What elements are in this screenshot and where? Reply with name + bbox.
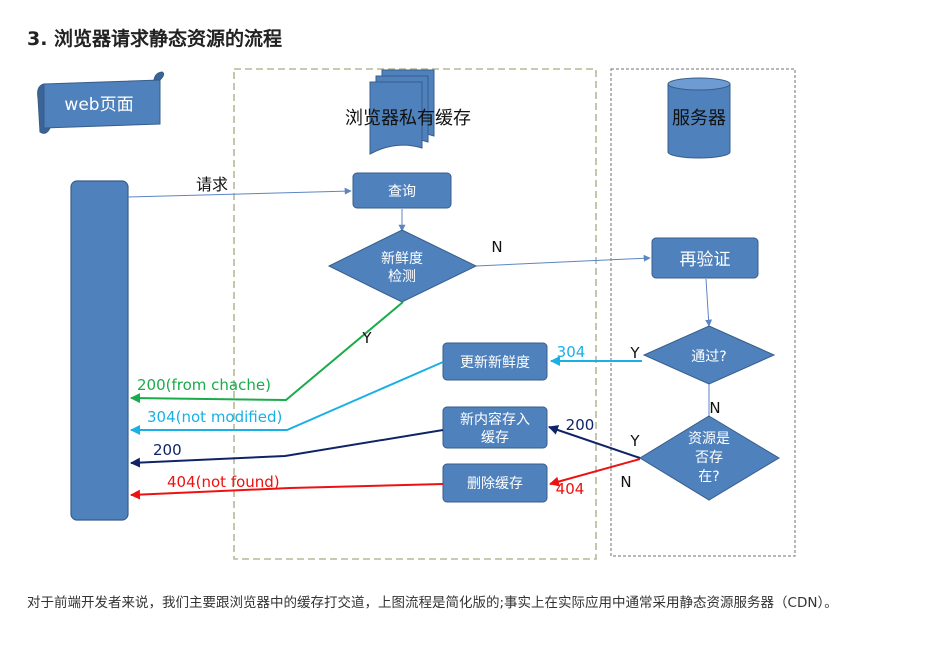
status-200-right: 200	[566, 416, 595, 434]
status-not-found: 404(not found)	[167, 473, 280, 491]
server-title: 服务器	[672, 108, 726, 129]
resource-exists-diamond	[639, 415, 780, 501]
revalidate-label: 再验证	[680, 250, 731, 270]
fresh-no-label: N	[491, 238, 502, 256]
store-new-label-1: 新内容存入	[460, 411, 530, 428]
description-paragraph: 对于前端开发者来说，我们主要跟浏览器中的缓存打交道，上图流程是简化版的;事实上在…	[27, 595, 838, 611]
store-new-label-2: 缓存	[481, 430, 509, 446]
status-not-modified: 304(not modified)	[147, 408, 282, 426]
query-box	[352, 172, 452, 209]
resource-exists-label-1: 资源是	[688, 431, 730, 447]
resource-exists-label-2: 否存	[695, 450, 723, 466]
request-label: 请求	[196, 175, 228, 194]
cache-title: 浏览器私有缓存	[345, 108, 471, 129]
exists-no-label: N	[620, 473, 631, 491]
browser-bar	[70, 180, 129, 521]
delete-cache-box	[442, 463, 548, 503]
web-page-scroll-icon	[37, 71, 165, 134]
web-page-label: web页面	[64, 95, 133, 115]
server-region	[610, 68, 796, 557]
pass-check-diamond	[642, 325, 776, 385]
pass-no-label: N	[709, 399, 720, 417]
freshness-check-label-1: 新鲜度	[381, 251, 423, 267]
multi-document-icon	[369, 69, 435, 155]
resource-exists-label-3: 在?	[698, 469, 719, 485]
exists-yes-label: Y	[629, 432, 640, 450]
pass-yes-label: Y	[629, 344, 640, 362]
status-404-right: 404	[556, 480, 585, 498]
section-heading: 3. 浏览器请求静态资源的流程	[27, 28, 283, 50]
store-new-box	[442, 406, 548, 449]
cache-region	[233, 68, 597, 560]
query-label: 查询	[388, 184, 416, 200]
pass-check-label: 通过?	[691, 349, 726, 365]
revalidate-box	[651, 237, 759, 279]
freshness-check-label-2: 检测	[388, 269, 416, 285]
fresh-yes-label: Y	[361, 329, 372, 347]
status-ok: 200	[153, 441, 182, 459]
update-freshness-label: 更新新鲜度	[460, 355, 530, 371]
status-from-cache: 200(from chache)	[137, 376, 271, 394]
delete-cache-label: 删除缓存	[467, 476, 523, 492]
update-freshness-box	[442, 342, 548, 381]
database-icon	[667, 77, 731, 159]
status-304-right: 304	[557, 343, 586, 361]
